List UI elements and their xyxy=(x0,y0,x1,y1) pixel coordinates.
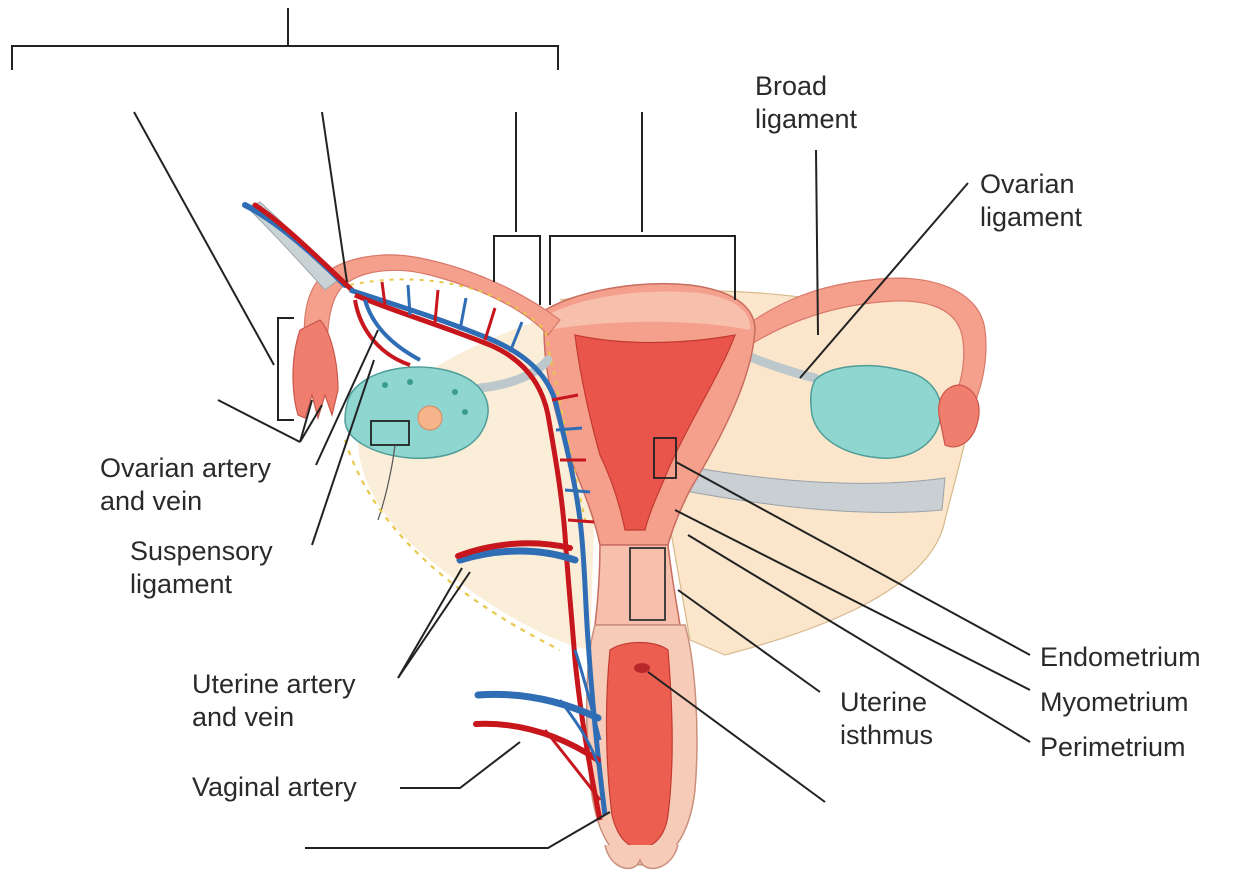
label-vaginal-artery: Vaginal artery xyxy=(192,771,357,804)
external-os xyxy=(634,663,650,673)
cervix xyxy=(595,545,680,625)
uterine-artery-line1: Uterine artery xyxy=(192,668,356,701)
label-suspensory-ligament: Suspensory ligament xyxy=(130,535,273,601)
uterine-artery-line2: and vein xyxy=(192,701,356,734)
uterine-isthmus-line2: isthmus xyxy=(840,719,933,752)
ovarian-ligament-line2: ligament xyxy=(980,201,1082,234)
follicle-small-3 xyxy=(452,389,458,395)
label-broad-ligament: Broad ligament xyxy=(755,70,857,136)
left-fimbriae xyxy=(293,320,338,418)
ovarian-ligament-line1: Ovarian xyxy=(980,168,1082,201)
label-ovarian-ligament: Ovarian ligament xyxy=(980,168,1082,234)
follicle xyxy=(418,406,442,430)
vaginal-canal xyxy=(606,643,672,849)
right-fimbriae xyxy=(939,385,979,447)
ovarian-artery-line1: Ovarian artery xyxy=(100,452,271,485)
broad-ligament-line1: Broad xyxy=(755,70,857,103)
suspensory-line1: Suspensory xyxy=(130,535,273,568)
follicle-small-2 xyxy=(407,379,413,385)
label-endometrium: Endometrium xyxy=(1040,641,1201,674)
uterine-isthmus-line1: Uterine xyxy=(840,686,933,719)
label-uterine-isthmus: Uterine isthmus xyxy=(840,686,933,752)
label-perimetrium: Perimetrium xyxy=(1040,731,1186,764)
broad-ligament-line2: ligament xyxy=(755,103,857,136)
follicle-small-1 xyxy=(382,382,388,388)
label-ovarian-artery-vein: Ovarian artery and vein xyxy=(100,452,271,518)
suspensory-line2: ligament xyxy=(130,568,273,601)
label-uterine-artery-vein: Uterine artery and vein xyxy=(192,668,356,734)
follicle-small-4 xyxy=(462,409,468,415)
label-myometrium: Myometrium xyxy=(1040,686,1189,719)
ovarian-artery-line2: and vein xyxy=(100,485,271,518)
